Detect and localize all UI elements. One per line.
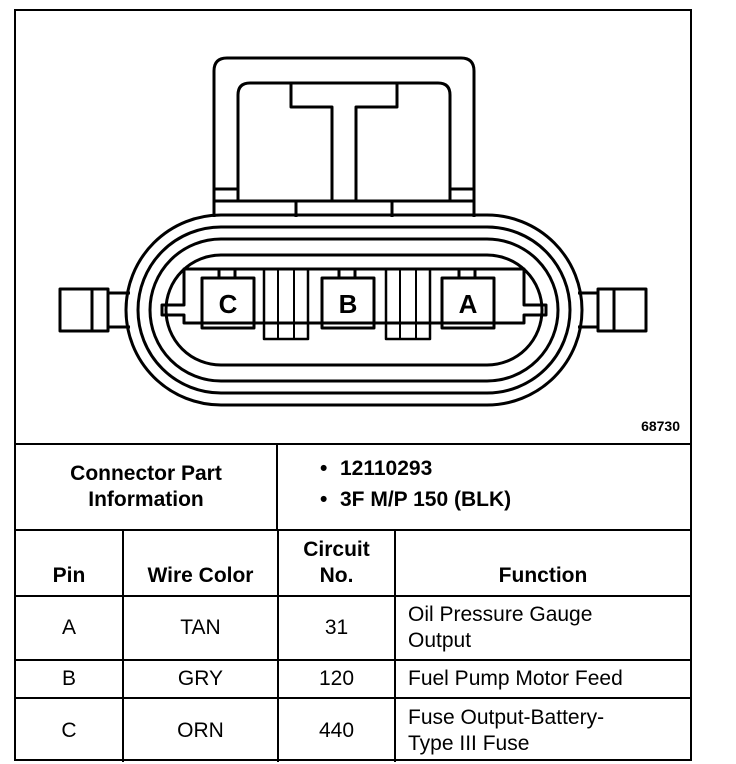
latch-outer [212, 56, 476, 201]
part-description: 3F M/P 150 (BLK) [340, 488, 512, 511]
figure-number: 68730 [641, 418, 680, 434]
right-ear [596, 287, 648, 333]
pin-label-b: B [339, 289, 358, 319]
connector-part-info: Connector Part Information • 12110293 • 3F… [16, 443, 690, 529]
table-row: B GRY 120 Fuel Pump Motor Feed [16, 659, 690, 699]
circuit-cell: 440 [277, 697, 396, 762]
part-info-item: • 3F M/P 150 (BLK) [320, 484, 690, 515]
cavity-face [160, 267, 548, 325]
pin-cell: A [16, 595, 124, 661]
latch-inner [236, 81, 452, 201]
left-ear [58, 287, 110, 333]
header-function: Function [394, 529, 690, 597]
terminal-cavity-a [440, 267, 496, 330]
connector-face-drawing: C B A [58, 56, 648, 407]
connector-body-outer [124, 213, 584, 407]
connector-sheet: C B A 68730 Connector Part Information •… [14, 9, 692, 762]
separator-right [384, 267, 432, 341]
bullet-icon: • [320, 457, 328, 480]
pin-label-c: C [219, 289, 238, 319]
part-info-label-line2: Information [88, 488, 204, 511]
terminal-cavity-b [320, 267, 376, 330]
latch-t-lock [289, 83, 399, 203]
function-cell: Fuse Output-Battery-Type III Fuse [394, 697, 690, 762]
wire-color-cell: ORN [122, 697, 279, 762]
circuit-cell: 120 [277, 659, 396, 699]
connector-body-mid [136, 225, 572, 395]
pin-cell: B [16, 659, 124, 699]
part-info-label: Connector Part Information [16, 445, 278, 529]
wire-color-cell: TAN [122, 595, 279, 661]
header-wire-color: Wire Color [122, 529, 279, 597]
part-info-values: • 12110293 • 3F M/P 150 (BLK) [278, 445, 690, 529]
header-pin: Pin [16, 529, 124, 597]
separator-left [262, 267, 310, 341]
pin-cell: C [16, 697, 124, 762]
terminal-cavity-c [200, 267, 256, 330]
connector-diagram: C B A 68730 [16, 11, 690, 443]
part-info-item: • 12110293 [320, 453, 690, 484]
function-cell: Fuel Pump Motor Feed [394, 659, 690, 699]
connector-cavity-seal [164, 253, 544, 367]
table-row: C ORN 440 Fuse Output-Battery-Type III F… [16, 697, 690, 762]
part-info-label-line1: Connector Part [70, 462, 222, 485]
connector-body-inner [148, 237, 560, 383]
bullet-icon: • [320, 488, 328, 511]
part-number: 12110293 [340, 457, 433, 480]
wire-color-cell: GRY [122, 659, 279, 699]
circuit-cell: 31 [277, 595, 396, 661]
pin-label-a: A [459, 289, 478, 319]
